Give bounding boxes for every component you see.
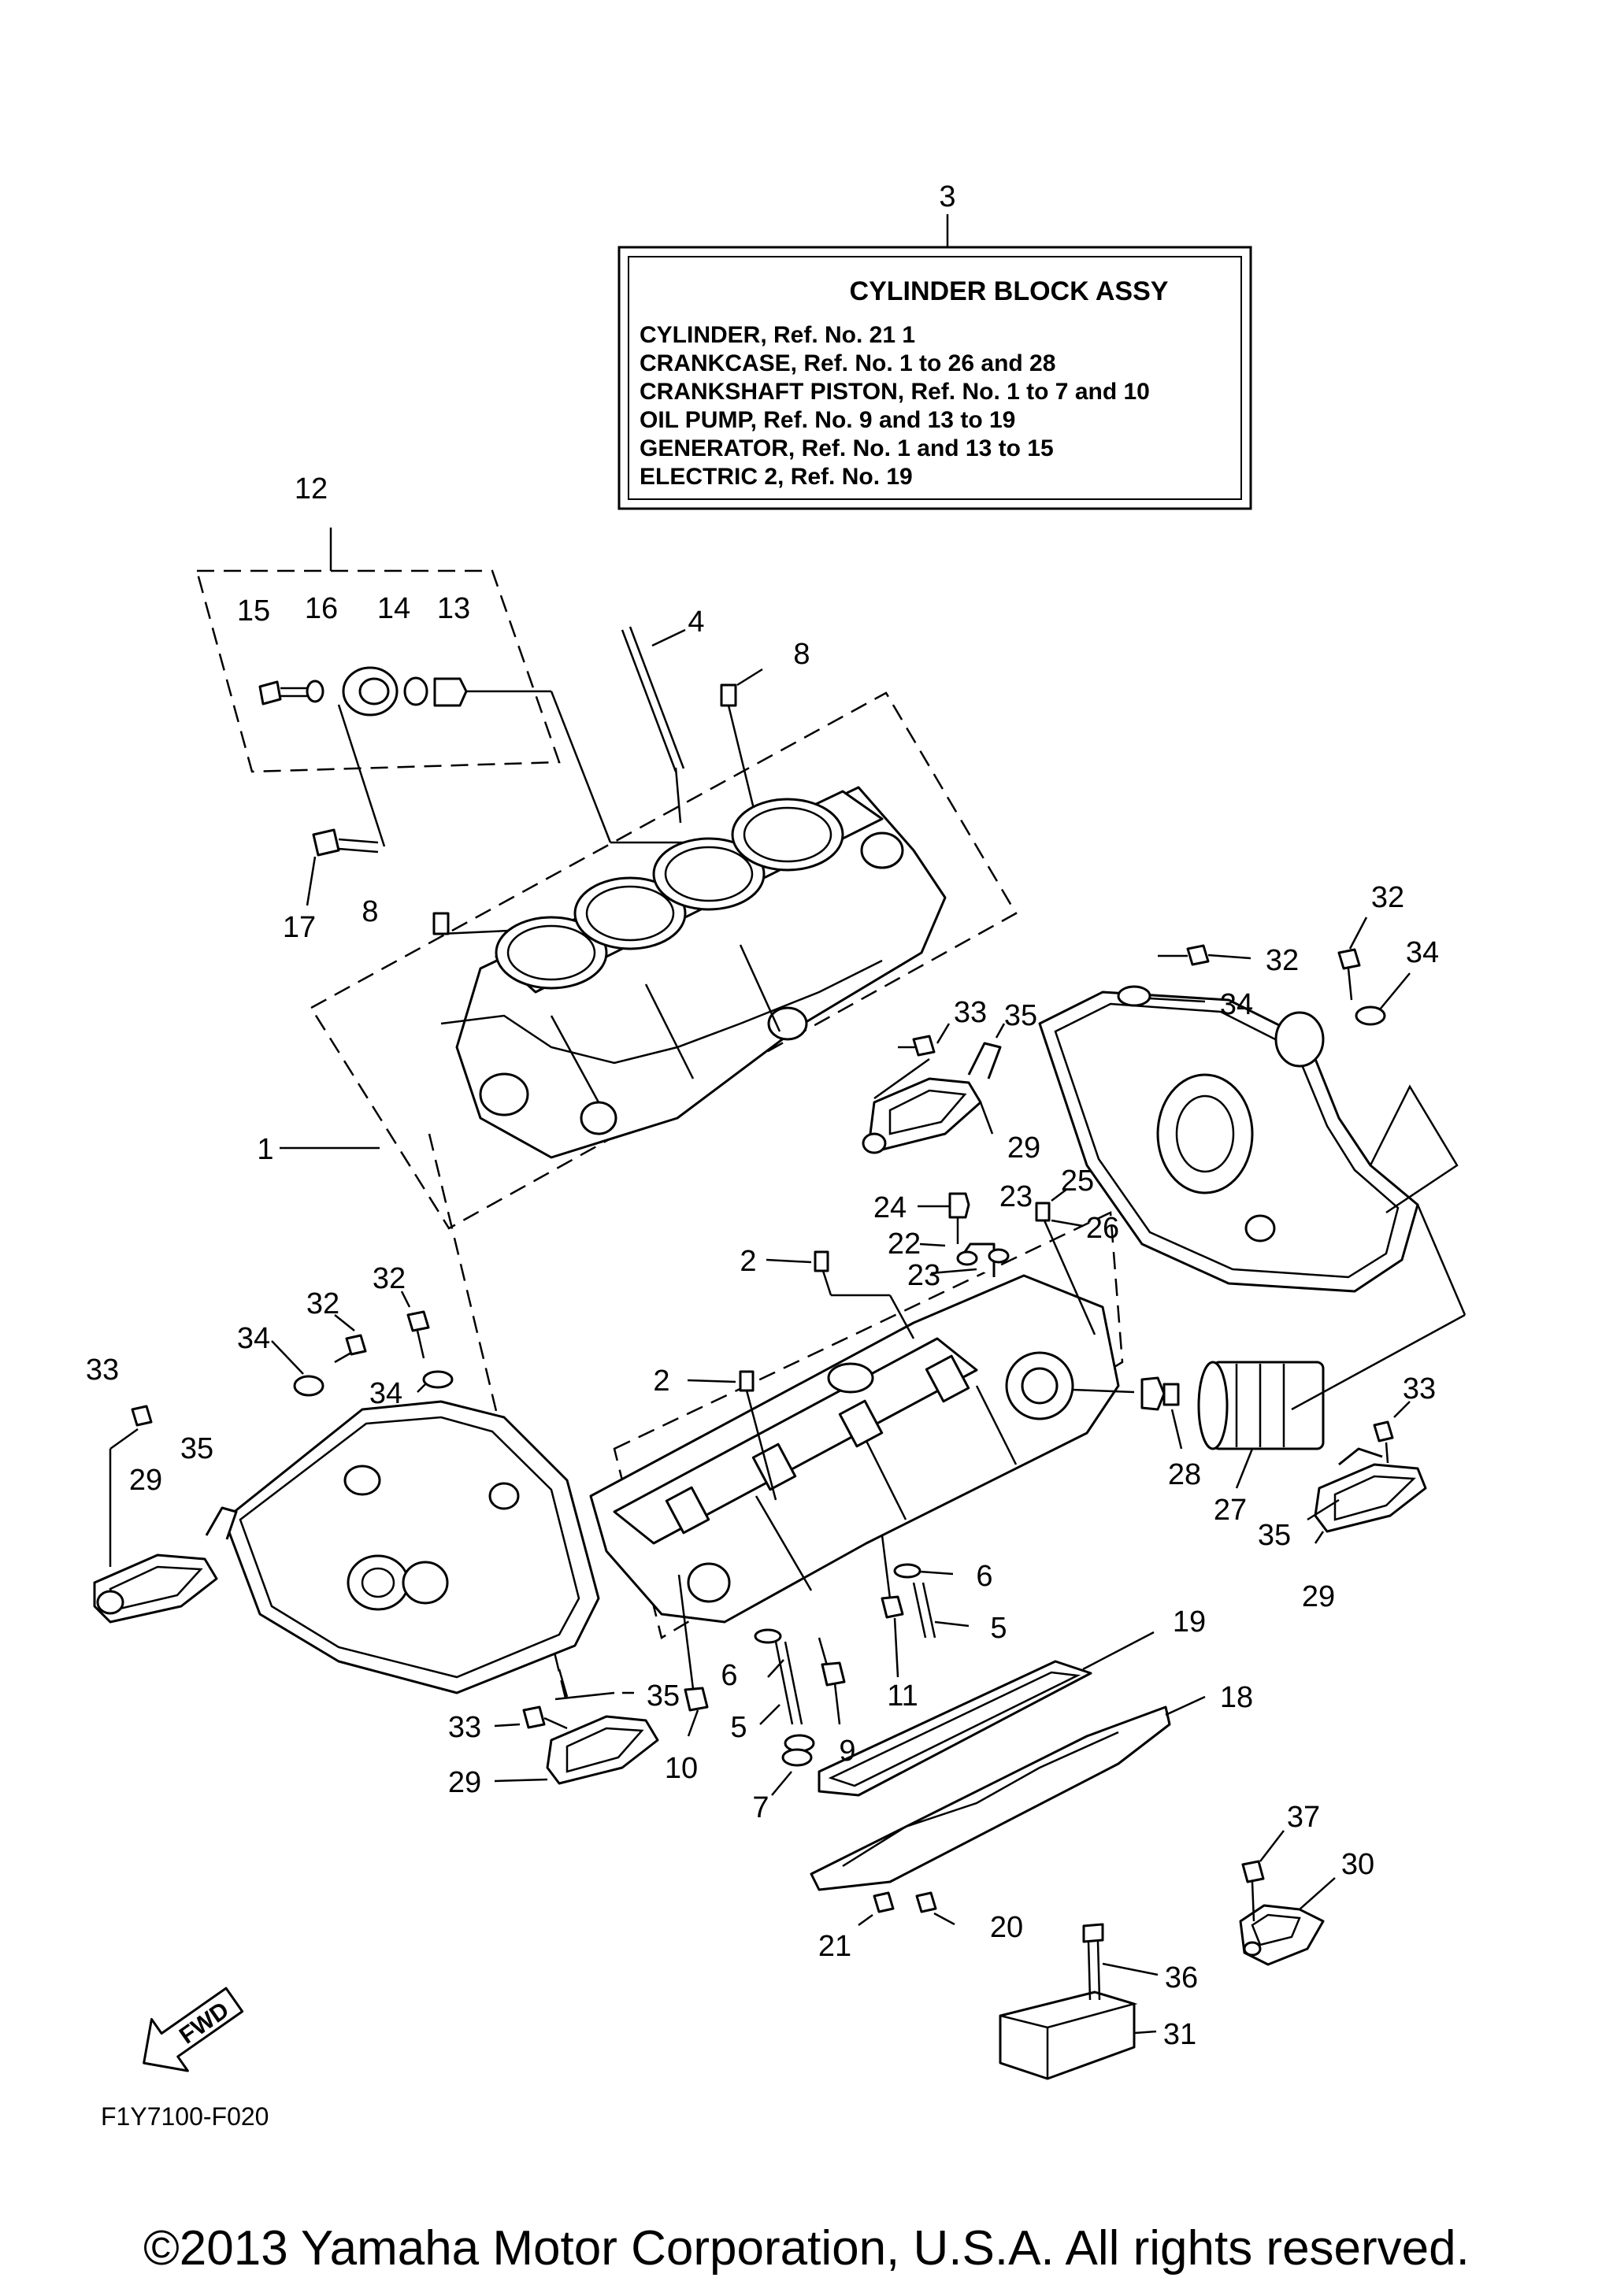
callout-29: 29 [129,1464,162,1497]
callout-8: 8 [793,638,810,671]
callout-1: 1 [257,1133,273,1166]
callout-27: 27 [1214,1494,1247,1527]
drawing-code: F1Y7100-F020 [101,2102,269,2131]
callout-33: 33 [954,996,987,1029]
callout-13: 13 [437,592,470,625]
callout-21: 21 [818,1930,851,1963]
accessory-parts [999,1830,1336,2080]
callout-12: 12 [295,472,328,505]
callout-3: 3 [939,180,955,213]
oil-filter-parts [1072,1361,1325,1489]
callout-34: 34 [369,1377,402,1410]
callout-34: 34 [1406,936,1439,969]
callout-22: 22 [888,1228,921,1261]
lower-crankcase [589,1211,1124,1639]
callout-26: 26 [1086,1212,1119,1245]
callout-7: 7 [752,1791,769,1824]
callout-2: 2 [740,1245,756,1278]
dowels-2 [687,1250,915,1501]
callout-2: 2 [653,1365,669,1398]
assy-box-line: OIL PUMP, Ref. No. 9 and 13 to 19 [640,407,1015,433]
assy-box-line: CRANKSHAFT PISTON, Ref. No. 1 to 7 and 1… [640,379,1150,405]
oil-pipe-parts [918,1188,1096,1335]
callout-24: 24 [873,1191,907,1224]
callout-6: 6 [721,1659,737,1692]
callout-23: 23 [999,1180,1033,1213]
callout-35: 35 [1258,1519,1291,1552]
oil-pressure-parts [258,666,709,906]
assy-box-line: GENERATOR, Ref. No. 1 and 13 to 15 [640,435,1054,461]
callout-34: 34 [1220,988,1253,1021]
callout-15: 15 [237,594,270,628]
callout-5: 5 [730,1711,747,1744]
callout-numbers: 3 12 15 16 14 13 4 8 17 8 1 32 34 32 34 … [86,180,1439,2051]
callout-5: 5 [990,1612,1007,1645]
callout-18: 18 [1220,1681,1253,1714]
callout-32: 32 [306,1287,339,1320]
callout-36: 36 [1165,1961,1198,1994]
cylinder-block [310,691,1018,1230]
callout-4: 4 [688,605,704,639]
group-12-dashed-box [195,528,561,773]
callout-32: 32 [1371,881,1404,914]
assy-box-line: ELECTRIC 2, Ref. No. 19 [640,464,913,490]
callout-35: 35 [1004,999,1037,1032]
copyright-footer: ©2013 Yamaha Motor Corporation, U.S.A. A… [143,2221,1470,2276]
callout-35: 35 [180,1432,213,1465]
oil-pan-parts [810,1631,1206,1927]
callout-17: 17 [283,911,316,944]
callout-8: 8 [362,895,378,928]
callout-29: 29 [1007,1131,1040,1165]
callout-19: 19 [1173,1605,1206,1639]
callout-33: 33 [1403,1372,1436,1405]
engine-mounts [93,1023,1427,1785]
callout-28: 28 [1168,1458,1201,1491]
callout-29: 29 [448,1766,481,1799]
callout-35: 35 [647,1679,680,1713]
left-side-cover [223,1133,600,1705]
callout-23: 23 [907,1259,940,1292]
callout-25: 25 [1061,1165,1094,1198]
callout-9: 9 [839,1735,855,1768]
right-side-cover [1038,991,1467,1411]
callout-34: 34 [237,1322,270,1355]
callout-37: 37 [1287,1801,1320,1834]
assy-info-box: CYLINDER BLOCK ASSY CYLINDER, Ref. No. 2… [617,214,1252,510]
callout-14: 14 [377,592,410,625]
callout-29: 29 [1302,1580,1335,1613]
callout-11: 11 [887,1679,918,1713]
callout-33: 33 [448,1711,481,1744]
assy-box-line: CRANKCASE, Ref. No. 1 to 26 and 28 [640,350,1055,376]
bolts-32-washers-34 [271,917,1411,1397]
callout-31: 31 [1163,2018,1196,2051]
callout-32: 32 [373,1262,406,1295]
callout-16: 16 [305,592,338,625]
callout-10: 10 [665,1752,698,1785]
callout-32: 32 [1266,944,1299,977]
callout-33: 33 [86,1354,119,1387]
callout-6: 6 [976,1560,992,1593]
fwd-arrow-icon: FWD [143,1987,244,2072]
crankcase-bolts [677,1535,970,1796]
callout-30: 30 [1341,1848,1374,1881]
callout-20: 20 [990,1911,1023,1944]
assy-box-line: CYLINDER, Ref. No. 21 1 [640,322,915,348]
assy-box-title: CYLINDER BLOCK ASSY [850,276,1169,306]
